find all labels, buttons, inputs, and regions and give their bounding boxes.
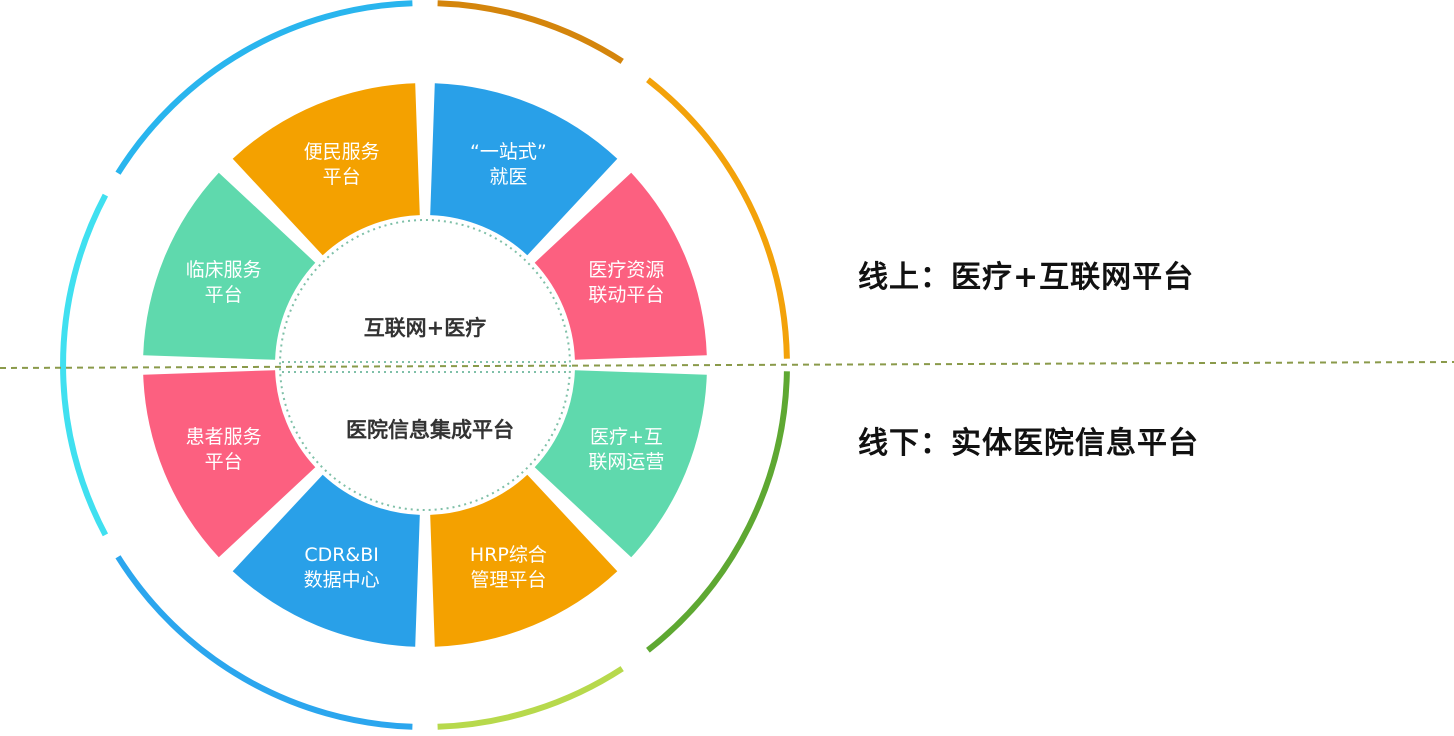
outer-arc-top-right [437, 0, 624, 64]
segment-cdr-bi-label-line-1: CDR&BI [304, 544, 379, 566]
segment-patient-service-label-line-1: 患者服务 [186, 426, 262, 448]
online-offline-divider [0, 361, 1454, 369]
outer-ring [60, 0, 790, 730]
segment-clinical-service-shape [143, 172, 316, 360]
outer-arc-upper-right [646, 77, 790, 359]
segment-hrp-shape [430, 474, 618, 647]
segment-convenience-service-shape [232, 83, 420, 256]
segment-hrp-label-line-2: 管理平台 [470, 569, 546, 591]
segment-internet-ops-label-line-1: 医疗+互 [590, 426, 663, 448]
segment-convenience-service-label-line-2: 平台 [323, 166, 361, 188]
center-upper-label: 互联网+医疗 [364, 316, 487, 340]
segment-internet-ops-label-line-2: 联网运营 [588, 451, 664, 473]
segment-hrp-label-line-1: HRP综合 [470, 544, 547, 566]
center-lower-label: 医院信息集成平台 [346, 418, 514, 442]
segment-one-stop-label-line-1: “一站式” [470, 141, 547, 163]
segment-cdr-bi: CDR&BI 数据中心 [232, 474, 420, 647]
segment-cdr-bi-label-line-2: 数据中心 [304, 569, 380, 591]
outer-arc-top-left [115, 0, 413, 175]
segment-resource-link-shape [534, 172, 707, 360]
segments: “一站式”就医医疗资源联动平台医疗+互联网运营HRP综合管理平台CDR&BI数据… [143, 83, 707, 647]
segment-one-stop-shape [430, 83, 618, 256]
segment-clinical-service-label-line-1: 临床服务 [186, 259, 262, 281]
segment-resource-link-label-line-1: 医疗资源 [588, 259, 664, 281]
outer-arc-bottom-left [115, 555, 413, 730]
segment-one-stop-label-line-2: 就医 [489, 166, 527, 188]
offline-label: 线下：实体医院信息平台 [858, 426, 1199, 461]
center-circle: 互联网+医疗 医院信息集成平台 [279, 219, 571, 511]
segment-patient-service-label-line-2: 平台 [205, 451, 243, 473]
segment-cdr-bi-shape [232, 474, 420, 647]
segment-clinical-service-label-line-2: 平台 [205, 284, 243, 306]
outer-arc-lower-right [646, 371, 790, 653]
segment-resource-link-label-line-2: 联动平台 [588, 284, 664, 306]
segment-patient-service-shape [143, 370, 316, 558]
online-label: 线上：医疗+互联网平台 [858, 260, 1195, 295]
segment-convenience-service-label-line-1: 便民服务 [304, 141, 380, 163]
segment-internet-ops-shape [534, 370, 707, 558]
segment-one-stop: “一站式” 就医 [430, 83, 618, 256]
outer-arc-left [60, 193, 109, 537]
outer-arc-bottom-right [437, 666, 624, 730]
